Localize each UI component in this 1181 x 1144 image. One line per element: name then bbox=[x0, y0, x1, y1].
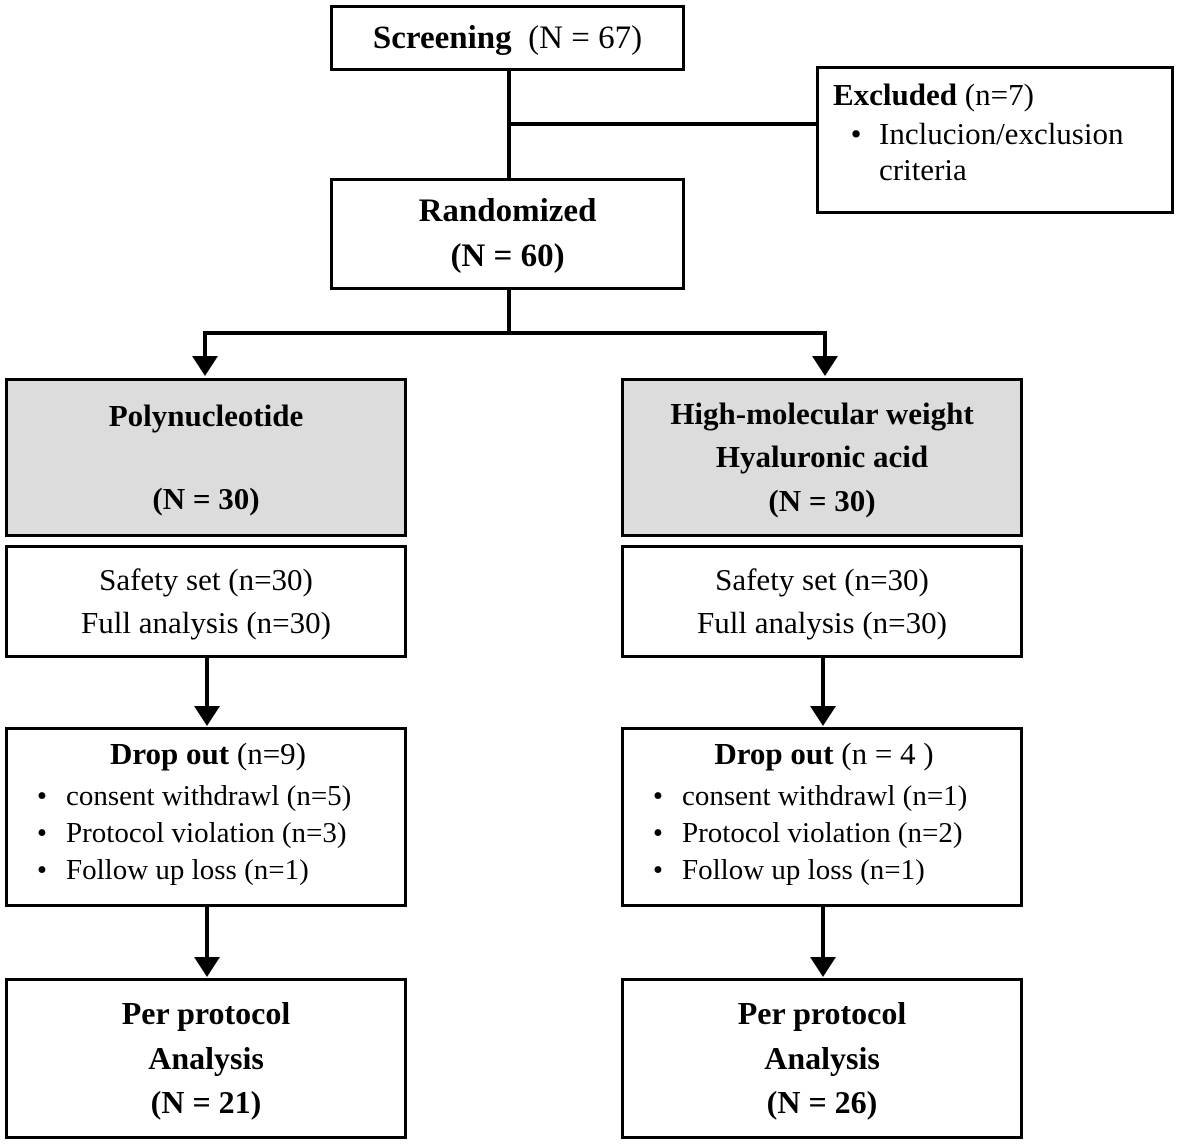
node-dropout-left: Drop out (n=9) • consent withdrawl (n=5)… bbox=[5, 727, 407, 907]
screening-line: Screening (N = 67) bbox=[373, 19, 642, 58]
node-analysis-sets-left: Safety set (n=30) Full analysis (n=30) bbox=[5, 545, 407, 658]
list-item: • Protocol violation (n=3) bbox=[18, 816, 398, 850]
connector-split-left-drop bbox=[203, 331, 207, 358]
list-item: • Follow up loss (n=1) bbox=[634, 853, 1014, 887]
arrowhead-to-dropout-right bbox=[810, 706, 836, 726]
connector-dropout-to-perprotocol-left bbox=[205, 907, 209, 960]
arm-right-count: (N = 30) bbox=[768, 482, 876, 518]
connector-randomized-split-bar bbox=[203, 331, 827, 335]
dropout-right-reason-1: consent withdrawl (n=1) bbox=[682, 779, 968, 812]
node-analysis-sets-right: Safety set (n=30) Full analysis (n=30) bbox=[621, 545, 1023, 658]
full-analysis-left: Full analysis (n=30) bbox=[81, 604, 331, 640]
excluded-bullet-list: • Inclucion/exclusion criteria bbox=[833, 116, 1161, 189]
arrowhead-to-perprotocol-left bbox=[194, 957, 220, 977]
connector-screening-to-excluded bbox=[507, 122, 818, 126]
dropout-left-reason-2: Protocol violation (n=3) bbox=[66, 816, 347, 849]
excluded-label: Excluded bbox=[833, 77, 958, 112]
node-arm-polynucleotide: Polynucleotide (N = 30) bbox=[5, 378, 407, 537]
dropout-left-bullet-list: • consent withdrawl (n=5) • Protocol vio… bbox=[18, 776, 398, 888]
dropout-left-header: Drop out (n=9) bbox=[18, 736, 398, 773]
bullet-icon: • bbox=[36, 779, 48, 812]
screening-count: (N = 67) bbox=[528, 19, 643, 56]
node-screening: Screening (N = 67) bbox=[330, 5, 685, 71]
per-protocol-left-line1: Per protocol bbox=[121, 994, 291, 1031]
per-protocol-right-line1: Per protocol bbox=[737, 994, 907, 1031]
dropout-left-reason-3: Follow up loss (n=1) bbox=[66, 854, 309, 887]
screening-label: Screening bbox=[372, 19, 512, 56]
bullet-icon: • bbox=[652, 816, 664, 849]
randomized-label: Randomized bbox=[418, 193, 597, 230]
node-excluded: Excluded (n=7) • Inclucion/exclusion cri… bbox=[816, 66, 1174, 214]
arm-right-label-line1: High-molecular weight bbox=[670, 395, 974, 431]
excluded-header: Excluded (n=7) bbox=[833, 77, 1161, 114]
connector-safety-to-dropout-left bbox=[205, 658, 209, 710]
node-arm-hyaluronic-acid: High-molecular weight Hyaluronic acid (N… bbox=[621, 378, 1023, 537]
dropout-right-bullet-list: • consent withdrawl (n=1) • Protocol vio… bbox=[634, 776, 1014, 888]
full-analysis-right: Full analysis (n=30) bbox=[697, 604, 947, 640]
bullet-icon: • bbox=[652, 779, 664, 812]
dropout-left-label: Drop out bbox=[109, 736, 230, 771]
dropout-right-label: Drop out bbox=[714, 736, 834, 771]
dropout-right-reason-3: Follow up loss (n=1) bbox=[682, 854, 925, 887]
safety-set-left: Safety set (n=30) bbox=[99, 561, 313, 597]
bullet-icon: • bbox=[850, 115, 862, 151]
list-item: • Follow up loss (n=1) bbox=[18, 853, 398, 887]
list-item: • Protocol violation (n=2) bbox=[634, 816, 1014, 850]
bullet-icon: • bbox=[652, 854, 664, 887]
excluded-count: (n=7) bbox=[964, 77, 1034, 112]
node-per-protocol-right: Per protocol Analysis (N = 26) bbox=[621, 978, 1023, 1139]
dropout-right-count: (n = 4 ) bbox=[841, 736, 934, 771]
per-protocol-right-line2: Analysis bbox=[764, 1039, 880, 1076]
node-per-protocol-left: Per protocol Analysis (N = 21) bbox=[5, 978, 407, 1139]
per-protocol-right-count: (N = 26) bbox=[766, 1084, 878, 1121]
randomized-count: (N = 60) bbox=[450, 238, 565, 274]
arm-left-count: (N = 30) bbox=[152, 480, 260, 516]
dropout-left-reason-1: consent withdrawl (n=5) bbox=[66, 779, 352, 812]
dropout-right-reason-2: Protocol violation (n=2) bbox=[682, 816, 963, 849]
list-item: • consent withdrawl (n=1) bbox=[634, 779, 1014, 813]
node-randomized: Randomized (N = 60) bbox=[330, 178, 685, 290]
dropout-left-count: (n=9) bbox=[236, 736, 307, 771]
arm-right-label-line2: Hyaluronic acid bbox=[715, 439, 929, 475]
list-item: • Inclucion/exclusion criteria bbox=[833, 116, 1161, 189]
arrowhead-to-hyaluronic-acid bbox=[812, 356, 838, 376]
arrowhead-to-perprotocol-right bbox=[810, 957, 836, 977]
connector-split-right-drop bbox=[823, 331, 827, 358]
safety-set-right: Safety set (n=30) bbox=[715, 561, 929, 597]
connector-randomized-trunk bbox=[507, 288, 511, 335]
excluded-reason: Inclucion/exclusion criteria bbox=[879, 115, 1124, 188]
arm-left-label: Polynucleotide bbox=[108, 397, 304, 433]
per-protocol-left-count: (N = 21) bbox=[150, 1084, 262, 1121]
dropout-right-header: Drop out (n = 4 ) bbox=[634, 736, 1014, 773]
list-item: • consent withdrawl (n=5) bbox=[18, 779, 398, 813]
node-dropout-right: Drop out (n = 4 ) • consent withdrawl (n… bbox=[621, 727, 1023, 907]
arrowhead-to-polynucleotide bbox=[192, 356, 218, 376]
arrowhead-to-dropout-left bbox=[194, 706, 220, 726]
bullet-icon: • bbox=[36, 816, 48, 849]
connector-dropout-to-perprotocol-right bbox=[821, 907, 825, 960]
per-protocol-left-line2: Analysis bbox=[148, 1039, 264, 1076]
bullet-icon: • bbox=[36, 854, 48, 887]
connector-safety-to-dropout-right bbox=[821, 658, 825, 710]
